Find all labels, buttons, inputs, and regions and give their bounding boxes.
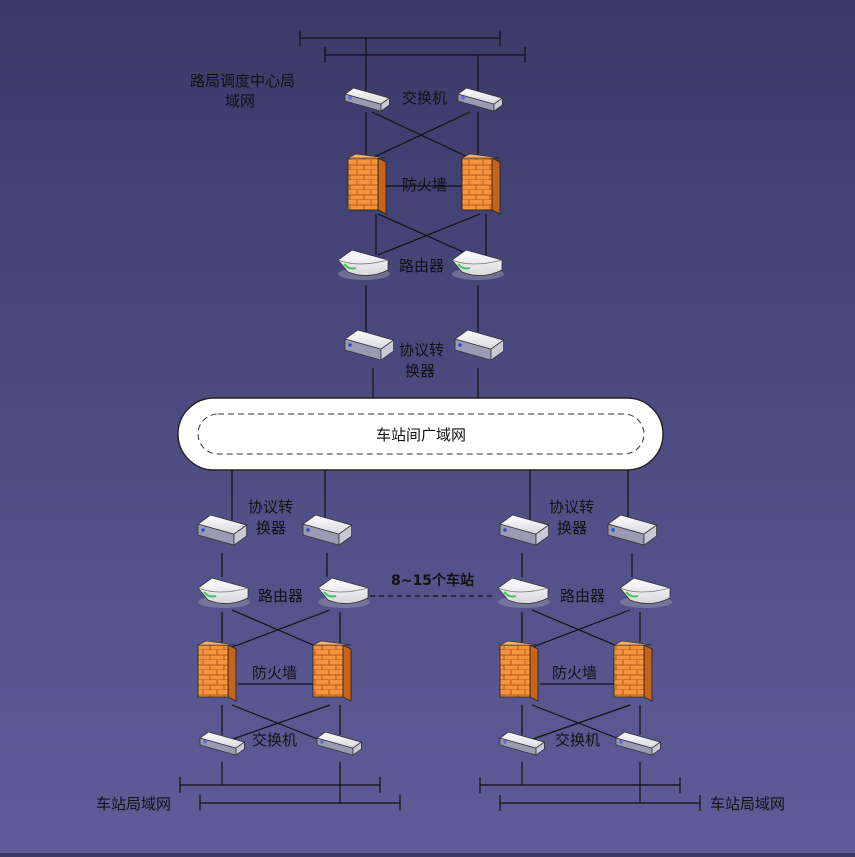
left-switch-label: 交换机 <box>252 731 297 749</box>
top-router-label: 路由器 <box>399 257 444 275</box>
converter-icon <box>302 514 353 546</box>
top-converter-label-line1: 协议转 <box>399 341 444 359</box>
firewall-icon <box>461 153 501 215</box>
converter-icon <box>344 329 395 361</box>
stations-count-label: 8~15个车站 <box>391 572 474 589</box>
switch-icon <box>199 731 246 756</box>
right-station-lan-label: 车站局域网 <box>710 795 785 813</box>
left-station-lan-label: 车站局域网 <box>96 795 171 813</box>
right-router-label: 路由器 <box>560 587 605 605</box>
converter-icon <box>499 514 550 546</box>
wan-cloud: 车站间广域网 <box>177 397 664 471</box>
firewall-icon <box>499 640 539 702</box>
left-converter-label-line1: 协议转 <box>248 498 293 516</box>
left-converter-label-line2: 换器 <box>256 519 286 537</box>
router-icon <box>619 577 672 608</box>
switch-icon <box>457 87 504 112</box>
firewall-icon <box>613 640 653 702</box>
router-icon <box>337 249 390 280</box>
right-switch-label: 交换机 <box>555 731 600 749</box>
switch-icon <box>615 731 662 756</box>
left-firewall-label: 防火墙 <box>252 664 297 682</box>
left-router-label: 路由器 <box>258 587 303 605</box>
firewall-icon <box>347 153 387 215</box>
router-icon <box>497 577 550 608</box>
devices-layer <box>197 87 672 756</box>
hq-lan-label-line1: 路局调度中心局 <box>190 72 295 90</box>
router-icon <box>451 249 504 280</box>
converter-icon <box>454 329 505 361</box>
right-converter-label-line1: 协议转 <box>549 498 594 516</box>
switch-icon <box>499 731 546 756</box>
right-firewall-label: 防火墙 <box>552 664 597 682</box>
firewall-icon <box>312 640 352 702</box>
top-firewall-label: 防火墙 <box>402 176 447 194</box>
router-icon <box>317 577 370 608</box>
wan-label: 车站间广域网 <box>376 426 466 444</box>
right-converter-label-line2: 换器 <box>557 519 587 537</box>
firewall-icon <box>197 640 237 702</box>
connection-lines <box>179 30 701 811</box>
router-icon <box>197 577 250 608</box>
switch-icon <box>344 87 391 112</box>
top-switch-label: 交换机 <box>402 89 447 107</box>
switch-icon <box>316 731 363 756</box>
converter-icon <box>607 514 658 546</box>
top-converter-label-line2: 换器 <box>405 362 435 380</box>
converter-icon <box>197 514 248 546</box>
hq-lan-label-line2: 域网 <box>225 92 255 110</box>
labels-layer: 路局调度中心局 域网 交换机 防火墙 路由器 协议转 换器 协议转 换器 路由器… <box>96 72 785 813</box>
